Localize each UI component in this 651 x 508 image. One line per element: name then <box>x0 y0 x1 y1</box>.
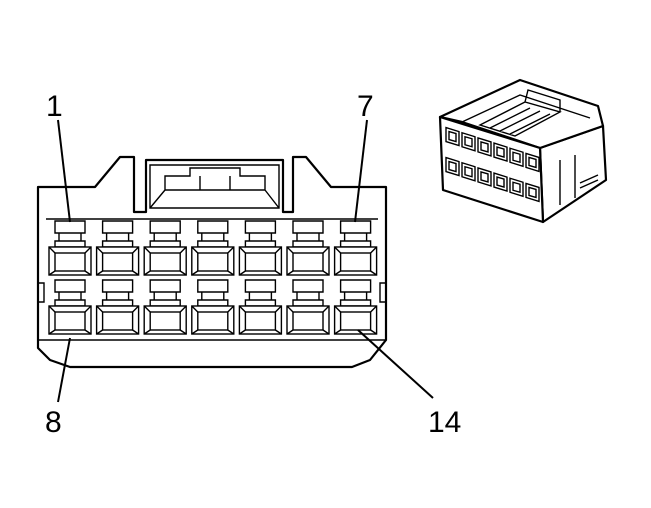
label-pin-7: 7 <box>357 90 374 123</box>
cavity-bevel <box>238 305 282 335</box>
cavity-inner <box>197 252 229 272</box>
pin-cavity <box>191 220 235 276</box>
cavity-inner <box>54 252 86 272</box>
cavity-inner <box>54 311 86 331</box>
pin-cavity <box>143 220 187 276</box>
iso-pin-cavities <box>445 126 540 203</box>
cavity-inner <box>101 311 134 331</box>
side-notches <box>38 282 386 303</box>
cavity-bevel <box>191 305 235 335</box>
cavity-inner <box>292 311 324 331</box>
leader-pin-7 <box>354 119 368 223</box>
leader-pin-8 <box>57 337 71 403</box>
pin-cavity <box>238 220 283 276</box>
iso-cavity <box>477 166 492 187</box>
cavity-bevel <box>191 246 235 276</box>
cavity-bevel <box>48 305 92 335</box>
cavity-inner <box>244 252 277 272</box>
cavity-bevel <box>238 246 282 276</box>
pin-cavity <box>238 279 283 335</box>
connector-face-view <box>36 155 388 369</box>
pin-cavity <box>143 279 187 335</box>
pin-cavity <box>191 279 235 335</box>
connector-isometric-view <box>438 78 608 224</box>
cavity-inner <box>244 311 277 331</box>
pin-cavity <box>333 220 378 276</box>
cavity-inner <box>339 252 372 272</box>
iso-cavity <box>445 156 460 177</box>
cavity-bevel <box>334 305 378 335</box>
cavity-bevel <box>334 246 378 276</box>
cavity-inner <box>149 311 181 331</box>
iso-side-ridges <box>559 155 599 205</box>
iso-cavity <box>509 147 524 168</box>
iso-cavity <box>509 177 524 198</box>
cavity-inner <box>197 311 229 331</box>
cavity-bevel <box>48 246 92 276</box>
iso-cavity <box>525 152 540 173</box>
cavity-inner <box>339 311 372 331</box>
label-pin-14: 14 <box>428 406 461 439</box>
iso-cavity <box>525 182 540 203</box>
cavity-bevel <box>143 305 187 335</box>
pin-cavity <box>286 220 330 276</box>
cavity-bevel <box>96 246 140 276</box>
pin-cavity <box>333 279 378 335</box>
cavity-bevel <box>286 246 330 276</box>
leader-pin-1 <box>57 119 71 223</box>
latch-tab <box>149 167 280 209</box>
cavity-bevel <box>286 305 330 335</box>
cavity-inner <box>149 252 181 272</box>
leader-lines <box>57 119 434 403</box>
leader-pin-14 <box>357 329 434 399</box>
iso-latch <box>461 89 591 137</box>
pin-cavity <box>48 279 92 335</box>
iso-front-face <box>438 115 545 224</box>
pin-cavities <box>48 220 378 335</box>
label-pin-8: 8 <box>45 406 62 439</box>
iso-cavity <box>493 172 508 193</box>
label-pin-1: 1 <box>46 90 63 123</box>
cavity-bevel <box>143 246 187 276</box>
iso-cavity <box>493 142 508 163</box>
iso-cavity <box>445 126 460 147</box>
pin-cavity <box>95 220 140 276</box>
pin-cavity <box>95 279 140 335</box>
iso-cavity <box>477 136 492 157</box>
iso-cavity <box>461 131 476 152</box>
pin-cavity <box>48 220 92 276</box>
cavity-inner <box>101 252 134 272</box>
iso-cavity <box>461 161 476 182</box>
cavity-bevel <box>96 305 140 335</box>
pin-cavity <box>286 279 330 335</box>
cavity-inner <box>292 252 324 272</box>
